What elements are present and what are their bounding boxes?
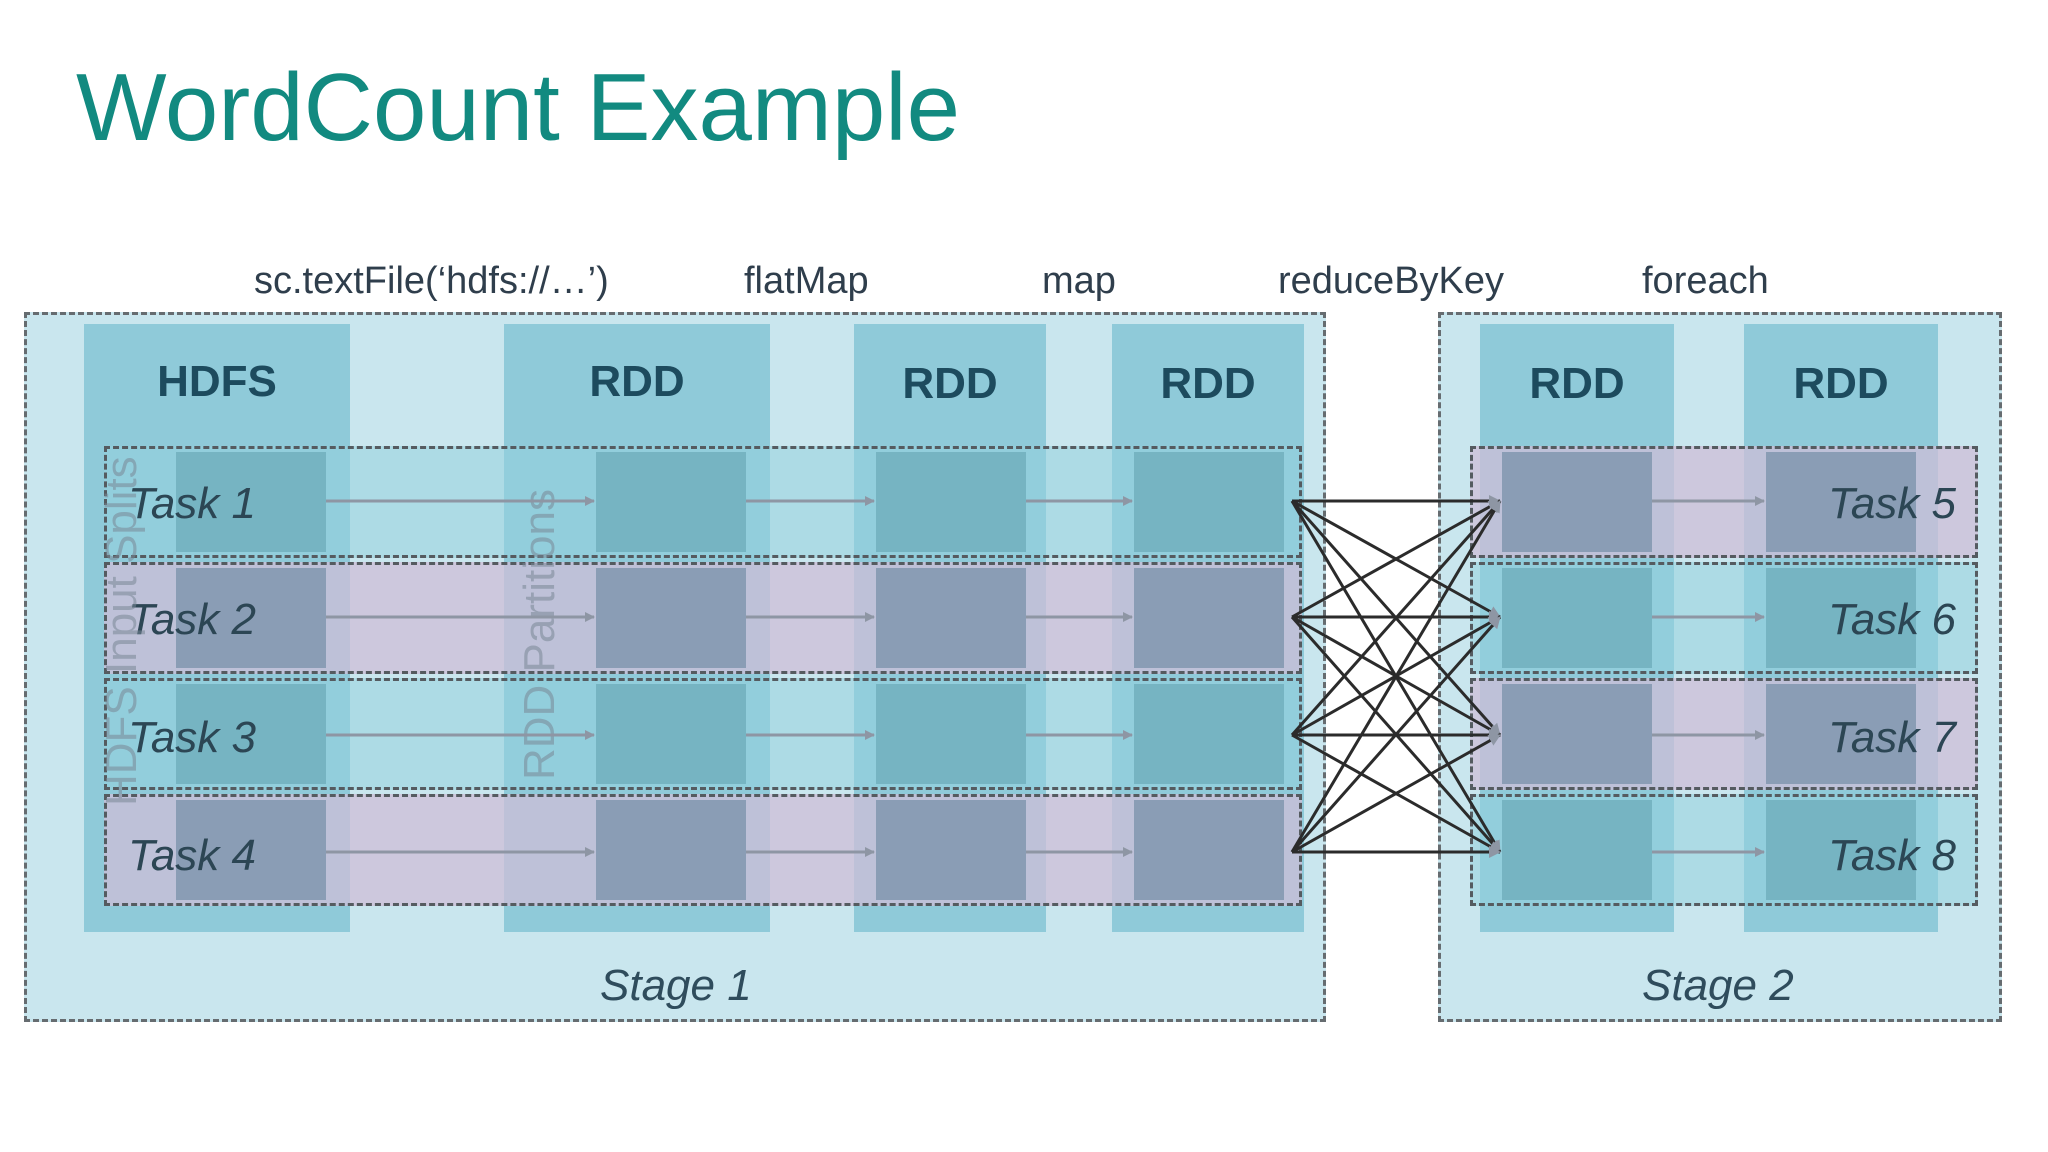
shuffle-arrow: [1290, 500, 1502, 736]
partition-block: [1502, 452, 1652, 552]
task-label-4: Task 4: [128, 831, 257, 880]
partition-block: [596, 800, 746, 900]
task-label-2: Task 2: [128, 595, 257, 644]
op-map: map: [1042, 260, 1116, 302]
partition-block: [176, 568, 326, 668]
hdfs-column-label: HDFS: [157, 357, 277, 406]
task-label-7: Task 7: [1828, 713, 1957, 762]
shuffle-arrow: [1290, 500, 1502, 853]
partition-block: [176, 684, 326, 784]
task-label-1: Task 1: [128, 479, 257, 528]
partition-block: [1766, 568, 1916, 668]
partition-block: [876, 800, 1026, 900]
rdd-column-label: RDD: [1793, 359, 1889, 408]
partition-block: [876, 452, 1026, 552]
op-textfile: sc.textFile(‘hdfs://…’): [254, 260, 609, 302]
partition-block: [876, 568, 1026, 668]
partition-block: [1134, 800, 1284, 900]
partition-block: [1502, 684, 1652, 784]
rdd-column-label: RDD: [1160, 359, 1256, 408]
partition-block: [1134, 452, 1284, 552]
partition-block: [1502, 568, 1652, 668]
partition-block: [176, 452, 326, 552]
shuffle-arrow: [1291, 499, 1501, 619]
shuffle-arrow: [1291, 733, 1501, 854]
partition-block: [1134, 568, 1284, 668]
shuffle-arrow: [1290, 616, 1502, 853]
stage-1-label: Stage 1: [600, 961, 752, 1010]
task-label-6: Task 6: [1828, 595, 1957, 644]
rdd-column-label: RDD: [902, 359, 998, 408]
partition-block: [176, 800, 326, 900]
task-label-3: Task 3: [128, 713, 257, 762]
task-label-5: Task 5: [1828, 479, 1957, 528]
rdd-column-label: RDD: [1529, 359, 1625, 408]
partition-block: [1766, 452, 1916, 552]
stage-2-label: Stage 2: [1642, 961, 1794, 1010]
partition-block: [596, 568, 746, 668]
op-flatmap: flatMap: [744, 260, 869, 302]
partition-block: [596, 684, 746, 784]
task-label-8: Task 8: [1828, 831, 1957, 880]
op-reducebykey: reduceByKey: [1278, 260, 1505, 302]
partition-block: [1766, 800, 1916, 900]
partition-block: [876, 684, 1026, 784]
partition-block: [1502, 800, 1652, 900]
partition-block: [1766, 684, 1916, 784]
partition-block: [596, 452, 746, 552]
partition-block: [1134, 684, 1284, 784]
slide-title: WordCount Example: [76, 54, 960, 161]
op-foreach: foreach: [1642, 260, 1769, 302]
rdd-column-label: RDD: [589, 357, 685, 406]
